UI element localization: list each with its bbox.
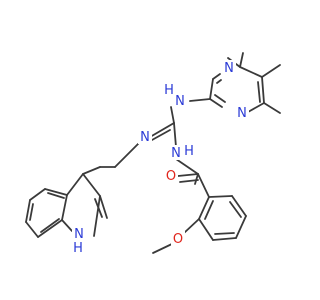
- bond: [261, 64, 281, 78]
- bond: [61, 194, 68, 221]
- bond: [257, 81, 261, 103]
- bond: [99, 195, 108, 219]
- bond: [170, 106, 175, 124]
- bond: [212, 237, 237, 241]
- amide-nitrogen: N: [171, 146, 181, 161]
- molecule-structure: N N N H N N H O O N H: [25, 52, 281, 256]
- bond: [235, 215, 247, 239]
- bond: [194, 173, 199, 185]
- bond: [216, 79, 222, 84]
- bond: [25, 221, 39, 238]
- bond: [177, 173, 199, 177]
- bond: [263, 102, 281, 114]
- bond: [247, 102, 265, 113]
- bond: [44, 188, 68, 196]
- indole-nitrogen: N: [74, 227, 84, 242]
- amine-hydrogen: H: [164, 83, 174, 98]
- bond: [61, 219, 73, 232]
- bond: [82, 173, 101, 197]
- bond: [40, 218, 60, 233]
- bond: [204, 200, 214, 220]
- bond: [114, 143, 139, 168]
- bond: [149, 122, 175, 138]
- bond: [231, 195, 247, 217]
- bond: [198, 196, 210, 220]
- bond: [209, 78, 214, 100]
- bond: [173, 122, 177, 148]
- bond: [239, 52, 244, 68]
- bond: [261, 76, 265, 104]
- bond: [25, 199, 31, 223]
- amide-hydrogen: H: [184, 144, 194, 159]
- bond: [47, 192, 65, 199]
- bond: [198, 218, 214, 241]
- bond: [175, 158, 199, 175]
- bond-lines: [25, 52, 281, 254]
- pyrimidine-nitrogen-top: N: [224, 61, 234, 76]
- bond: [229, 201, 242, 218]
- bond: [66, 173, 84, 196]
- bond: [93, 195, 101, 237]
- bond: [189, 98, 211, 102]
- bond: [151, 129, 171, 141]
- bond: [214, 232, 235, 235]
- bond: [183, 218, 200, 234]
- bond: [29, 203, 34, 221]
- bond: [212, 73, 221, 80]
- carbonyl-oxygen: O: [166, 169, 176, 184]
- bond: [37, 219, 63, 238]
- bond: [29, 188, 46, 201]
- bond: [209, 98, 223, 108]
- bond: [152, 242, 175, 254]
- methoxy-oxygen: O: [173, 232, 183, 247]
- bond: [179, 179, 199, 183]
- atom-labels: N N N H N N H O O N H: [72, 60, 249, 256]
- amine-nitrogen: N: [175, 94, 185, 109]
- indole-hydrogen: H: [73, 241, 83, 256]
- pyrimidine-nitrogen-bottom: N: [237, 106, 247, 121]
- bond: [197, 173, 210, 198]
- bond: [82, 166, 101, 175]
- bond: [239, 66, 263, 78]
- bond: [214, 94, 226, 103]
- bond: [208, 195, 233, 198]
- imine-nitrogen: N: [140, 130, 150, 145]
